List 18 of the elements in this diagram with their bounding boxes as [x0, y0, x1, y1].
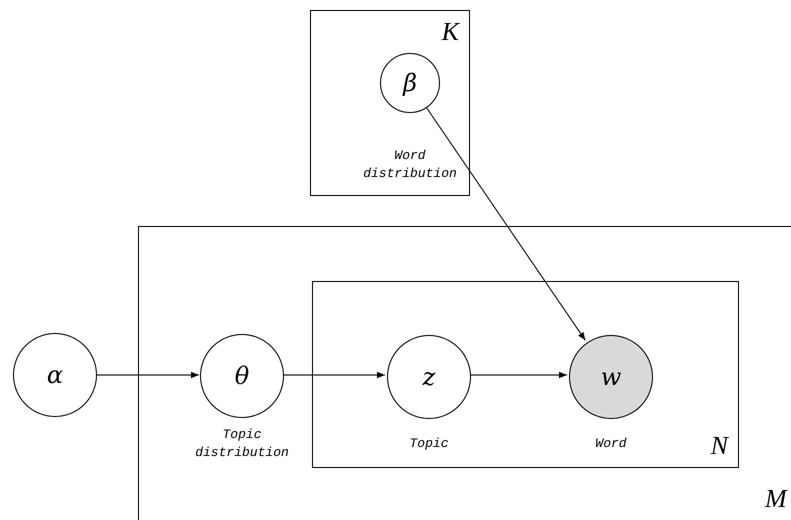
variable-circle: β — [380, 53, 440, 113]
arrow — [425, 106, 586, 341]
plate-label: M — [765, 486, 787, 512]
arrow — [282, 372, 386, 378]
variable-caption: Word distribution — [362, 147, 458, 182]
variable-circle: θ — [200, 334, 284, 418]
variable-caption: Word — [594, 435, 628, 453]
variable-caption: Topic — [408, 435, 450, 453]
plate-box — [310, 10, 470, 196]
variable-circle: α — [13, 333, 97, 417]
arrow — [96, 372, 200, 378]
arrow — [468, 372, 568, 378]
plate-label: K — [442, 19, 459, 45]
variable-caption: Topic distribution — [194, 426, 290, 462]
plate-label: N — [710, 433, 728, 459]
variable-circle: z — [387, 335, 471, 419]
observed-variable-circle: w — [569, 335, 653, 419]
plate-box — [312, 281, 739, 468]
